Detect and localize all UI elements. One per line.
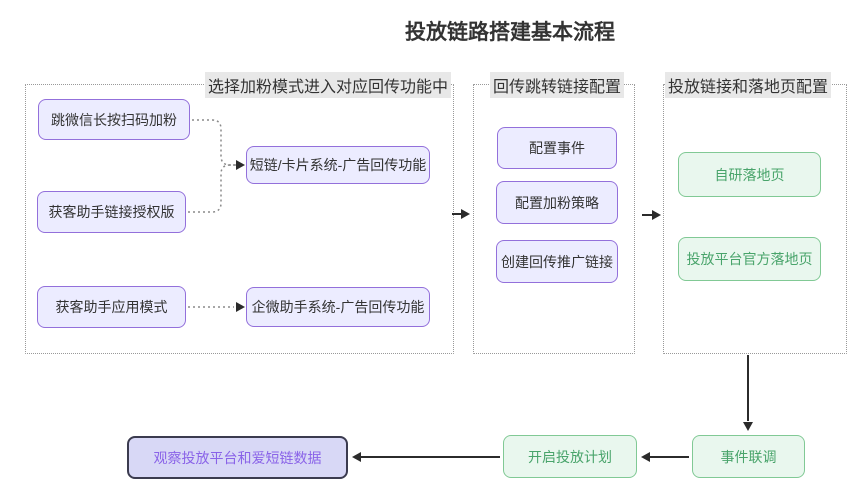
node-shortlink-system: 短链/卡片系统-广告回传功能 [246,146,430,184]
arrowhead-start-plan [641,452,650,462]
node-self-landing: 自研落地页 [678,152,821,197]
group-landing-page-label: 投放链接和落地页配置 [664,72,832,98]
node-official-landing-label: 投放平台官方落地页 [686,251,813,267]
node-config-strategy: 配置加粉策略 [496,181,618,224]
node-create-link-label: 创建回传推广链接 [501,253,613,270]
node-shortlink-system-label: 短链/卡片系统-广告回传功能 [249,157,427,173]
arrowhead-group2 [461,209,470,219]
node-wechat-scan: 跳微信长按扫码加粉 [38,99,190,140]
group-select-mode-label: 选择加粉模式进入对应回传功能中 [204,72,452,98]
node-assistant-app-label: 获客助手应用模式 [55,299,168,315]
node-qiwei-system: 企微助手系统-广告回传功能 [246,287,430,327]
node-assistant-app: 获客助手应用模式 [37,286,186,328]
node-assistant-auth-label: 获客助手链接授权版 [48,204,175,220]
arrowhead-event-debug [743,422,753,431]
node-qiwei-system-label: 企微助手系统-广告回传功能 [251,299,425,315]
node-start-plan-label: 开启投放计划 [528,448,612,465]
node-assistant-auth: 获客助手链接授权版 [37,191,186,233]
node-start-plan: 开启投放计划 [503,435,637,478]
diagram-title: 投放链路搭建基本流程 [405,21,615,44]
node-official-landing: 投放平台官方落地页 [678,237,821,281]
group-landing-page [663,84,847,354]
node-create-link: 创建回传推广链接 [496,240,618,283]
node-observe-data-label: 观察投放平台和爱短链数据 [153,449,322,466]
node-wechat-scan-label: 跳微信长按扫码加粉 [51,111,177,128]
node-config-event: 配置事件 [497,127,617,169]
node-observe-data: 观察投放平台和爱短链数据 [127,436,348,479]
node-event-debug: 事件联调 [692,435,805,478]
arrowhead-observe [352,452,361,462]
node-event-debug-label: 事件联调 [720,448,777,465]
group-callback-link-label: 回传跳转链接配置 [489,72,625,98]
node-config-strategy-label: 配置加粉策略 [515,194,599,211]
node-self-landing-label: 自研落地页 [714,166,785,183]
arrowhead-group3 [652,210,661,220]
node-config-event-label: 配置事件 [529,140,585,156]
